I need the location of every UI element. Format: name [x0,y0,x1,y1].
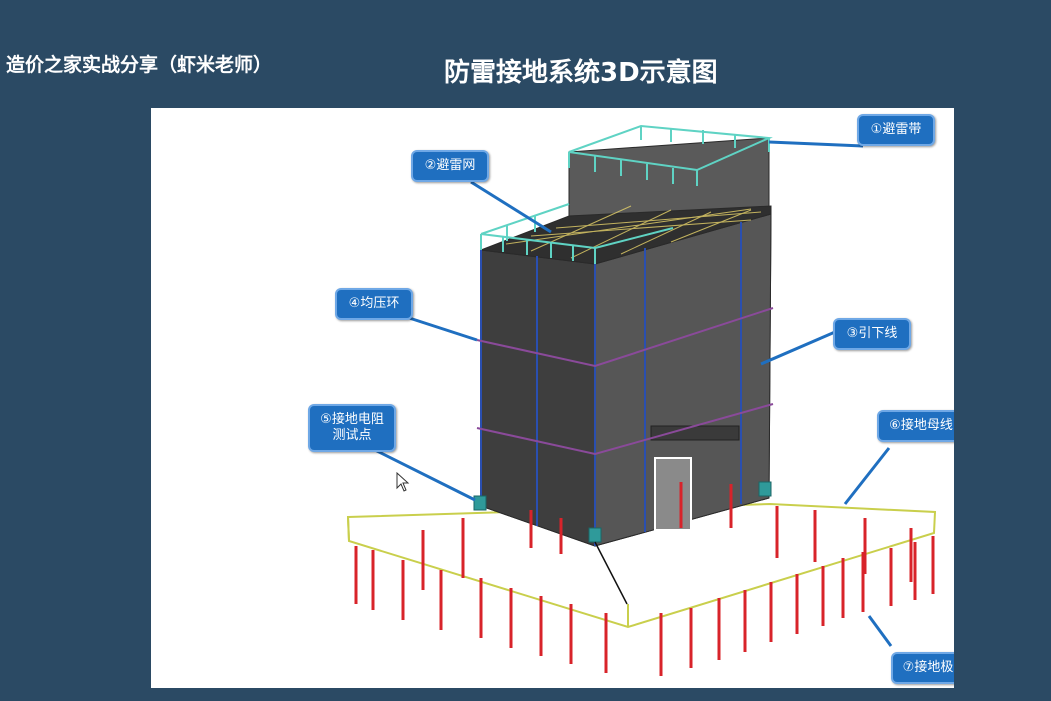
lightning-protection-diagram [346,124,937,676]
test-point-leader [594,541,628,605]
lightning-belt-upper [568,124,773,186]
callout-test-point-line1: ⑤接地电阻 [320,412,384,427]
down-conductors [480,222,742,546]
mouse-pointer-icon [396,472,410,492]
callout-ground-electrode: ⑦接地极 [891,652,954,684]
callout-down-conductor: ③引下线 [833,318,911,350]
test-point-marker [473,495,487,511]
lightning-belt-lower [480,203,674,264]
callout-test-point: ⑤接地电阻 测试点 [308,404,396,452]
presenter-caption: 造价之家实战分享（虾米老师） [6,54,273,76]
door [654,457,692,531]
callout-equalizing-ring: ④均压环 [335,288,413,320]
ground-bus-line [347,516,350,542]
test-point-marker [758,481,772,497]
roof-mesh [505,205,762,259]
callout-ground-bus: ⑥接地母线 [877,410,954,442]
equalizing-rings [476,307,774,456]
ground-rods [354,482,935,676]
page-title: 防雷接地系统3D示意图 [444,58,718,88]
diagram-panel: ①避雷带 ②避雷网 ③引下线 ④均压环 ⑤接地电阻 测试点 ⑥接地母线 ⑦接地极 [151,108,954,688]
callout-lightning-mesh: ②避雷网 [411,150,489,182]
building [480,137,772,547]
callout-lightning-belt: ①避雷带 [857,114,935,146]
test-point-marker [588,527,602,543]
callout-test-point-line2: 测试点 [332,428,372,443]
